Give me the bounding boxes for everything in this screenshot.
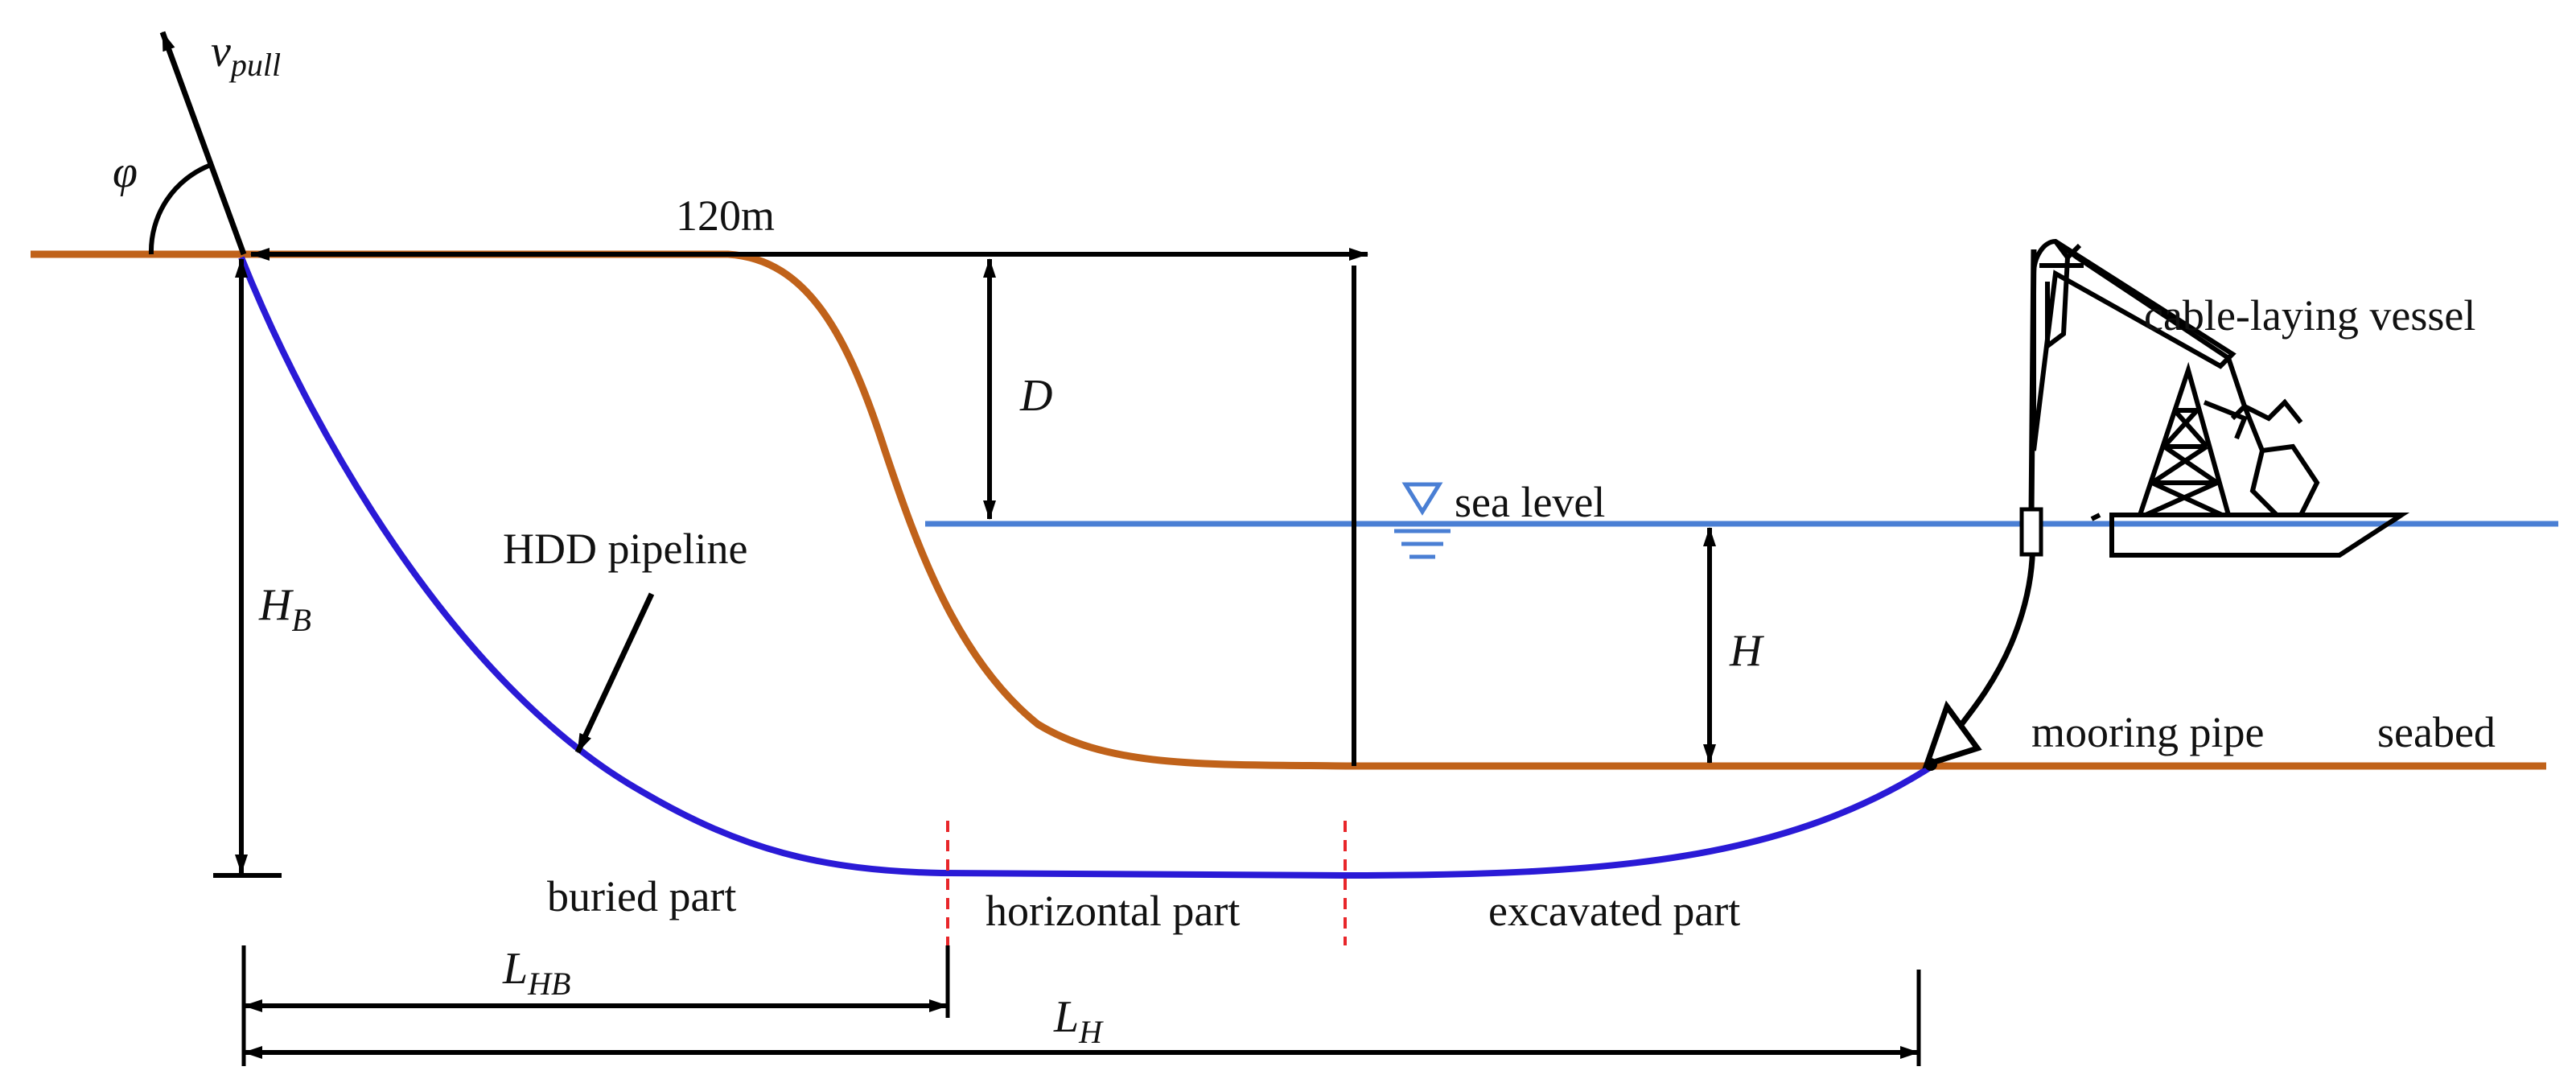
pull-force-arrow <box>159 31 247 256</box>
ground-profile <box>31 250 2546 770</box>
pull-velocity-label: vpull <box>211 27 281 83</box>
excavated-part-label: excavated part <box>1488 887 1740 935</box>
cable-connector <box>2019 507 2043 557</box>
cable-vessel-label: cable-laying vessel <box>2144 291 2475 340</box>
HB-label: HB <box>258 580 311 638</box>
buried-part-label: buried part <box>547 872 736 920</box>
seabed-label: seabed <box>2377 708 2496 756</box>
LHB-label: LHB <box>502 944 570 1002</box>
cable-laying-vessel-icon <box>2031 238 2410 558</box>
pull-angle-label: φ <box>113 147 138 197</box>
depth-D-label: D <box>1019 371 1052 421</box>
mooring-pipe-label: mooring pipe <box>2031 708 2264 756</box>
sea-level-label: sea level <box>1455 478 1605 526</box>
water-depth-H-label: H <box>1729 626 1764 676</box>
hdd-pipeline-label: HDD pipeline <box>503 525 747 573</box>
length-120m-label: 120m <box>676 192 775 240</box>
pipeline-pointer-arrow <box>574 592 655 754</box>
angle-arc <box>148 163 212 255</box>
mooring-cable <box>1930 249 2037 766</box>
water-level-symbol <box>1394 482 1451 559</box>
anchor-point <box>1924 758 1937 771</box>
LH-label: LH <box>1053 992 1104 1050</box>
horizontal-part-label: horizontal part <box>986 887 1240 935</box>
mooring-anchor <box>1922 700 1982 769</box>
hdd-pipeline-curve <box>238 256 1937 879</box>
